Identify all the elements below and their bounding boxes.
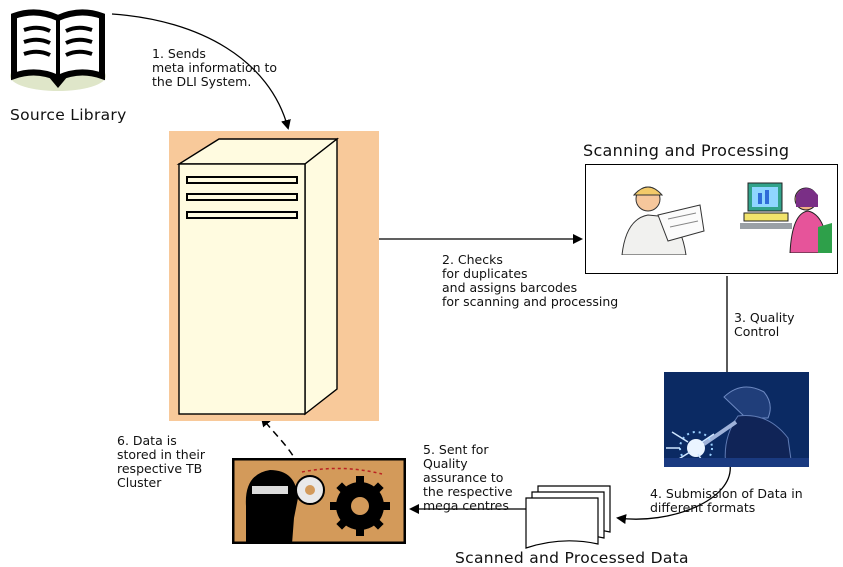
step5-label: 5. Sent for Quality assurance to the res… (423, 442, 513, 513)
engineer-icon (608, 175, 708, 259)
welder-icon (664, 372, 809, 468)
output-title: Scanned and Processed Data (455, 549, 689, 567)
step4-label: 4. Submission of Data in different forma… (650, 486, 803, 515)
scanning-title: Scanning and Processing (583, 141, 790, 160)
arrow-step1 (111, 13, 291, 130)
gear-head-icon (231, 457, 407, 545)
step3-label: 3. Quality Control (734, 310, 795, 339)
arrow-step4 (616, 463, 731, 525)
step6-label: 6. Data is stored in their respective TB… (117, 433, 206, 490)
step1-label: 1. Sends meta information to the DLI Sys… (152, 46, 278, 89)
step2-label: 2. Checks for duplicates and assigns bar… (442, 252, 619, 309)
documents-icon (524, 484, 619, 550)
computer-user-icon (740, 177, 832, 257)
server-icon (169, 131, 379, 421)
scanning-box (585, 164, 838, 274)
source-library-label: Source Library (10, 106, 127, 124)
book-icon (8, 6, 108, 92)
